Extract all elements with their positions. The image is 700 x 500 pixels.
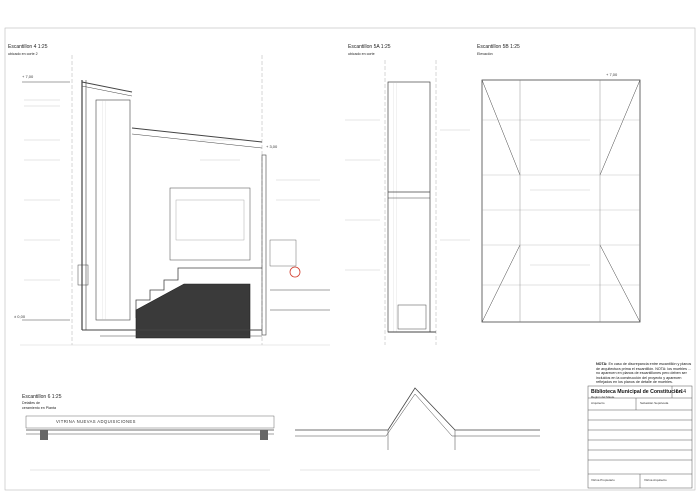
note-text: En caso de discrepancia entre escantilló…	[596, 362, 692, 384]
footer-right-label: Vitrina Arquitecto	[644, 478, 667, 482]
footer-left-label: Vitrina Propietario	[591, 478, 615, 482]
view-subtitle-6a: Detalles de	[22, 401, 40, 405]
section-view-4	[20, 55, 330, 346]
note-label: NOTA:	[596, 362, 608, 366]
architect-label: Arquitecto	[591, 401, 605, 405]
general-note: NOTA: En caso de discrepancia entre esca…	[596, 362, 692, 385]
view-title-6: Escantillon 6 1:25	[22, 394, 62, 400]
view-subtitle-5a: ubicado en corte	[348, 52, 375, 56]
project-subtitle: Región del Maule	[591, 395, 615, 399]
view-subtitle-5b: Elevación	[477, 52, 493, 56]
section-view-5a	[345, 60, 470, 345]
level-marker-3: + 7,00	[606, 72, 618, 77]
elevation-view-5b	[481, 79, 641, 323]
project-title: Biblioteca Municipal de Constitución	[591, 389, 682, 395]
view-title-4: Escantillon 4 1:25	[8, 44, 48, 50]
title-block	[587, 385, 693, 489]
student-label: Sebastián Sepúlveda	[640, 401, 669, 405]
sheet-number: L-14	[676, 389, 687, 395]
view-title-5b: Escantillon 5B 1:25	[477, 44, 520, 50]
level-marker-1: + 7,00	[22, 74, 34, 79]
view-subtitle-4: ubicado en corte 2	[8, 52, 38, 56]
view-title-5a: Escantillon 5A 1:25	[348, 44, 391, 50]
vitrina-label: VITRINA NUEVAS ADQUISICIONES	[56, 419, 136, 424]
level-marker-2: + 3,00	[266, 144, 278, 149]
level-marker-4: ± 0,00	[14, 314, 26, 319]
view-subtitle-6b: ceramiento en Planta	[22, 406, 56, 410]
sheet-border	[4, 27, 696, 491]
plan-detail-view-6	[25, 387, 540, 471]
